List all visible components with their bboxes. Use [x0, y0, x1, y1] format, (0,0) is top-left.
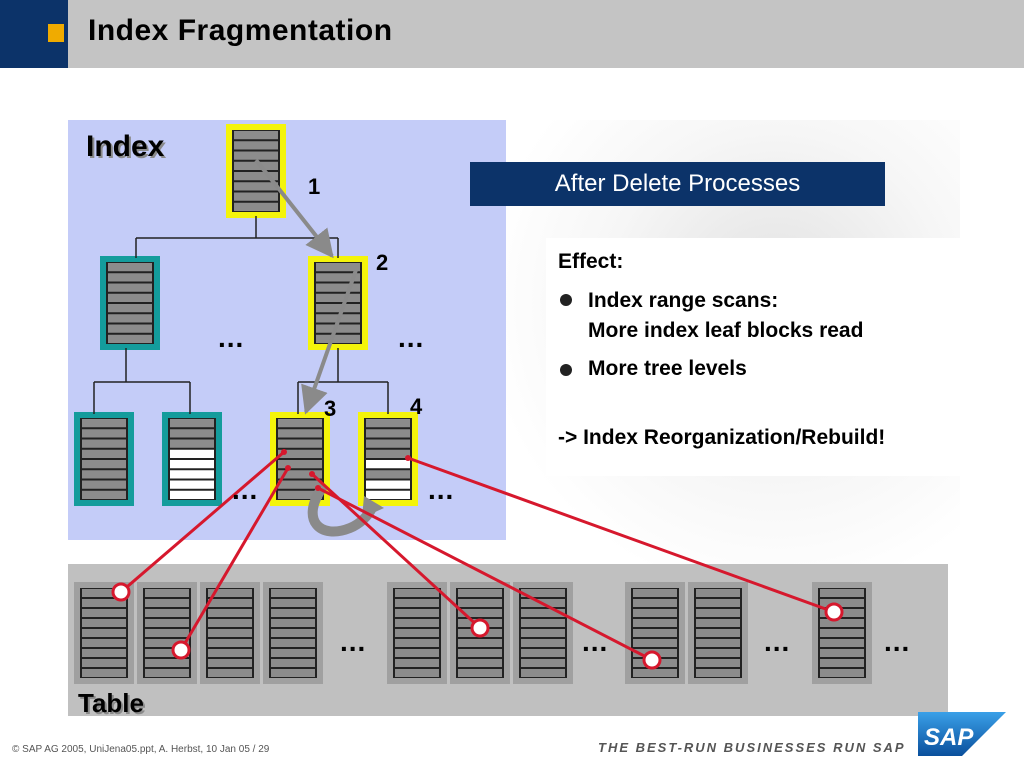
sap-logo-text: SAP: [924, 724, 974, 751]
index-branch-block-right: [308, 256, 368, 350]
after-delete-banner: After Delete Processes: [470, 162, 885, 206]
index-leaf-block-4: [358, 412, 418, 506]
footer-copyright: © SAP AG 2005, UniJena05.ppt, A. Herbst,…: [12, 744, 270, 755]
effect-item-2: More tree levels: [588, 357, 747, 380]
ellipsis-index-leaf-left: ...: [232, 474, 259, 505]
row-pointer-arrow-5: [405, 455, 844, 622]
table-page-9: [688, 582, 748, 684]
table-page-4: [263, 582, 323, 684]
sap-logo: SAP: [918, 712, 1006, 756]
effect-title: Effect:: [558, 250, 624, 273]
table-page-8: [625, 582, 685, 684]
index-root-block: [226, 124, 286, 218]
effect-box: Effect: Index range scans: More index le…: [546, 238, 968, 476]
header-orange-square-icon: [48, 24, 64, 42]
index-panel-label: Index: [86, 130, 165, 163]
level-number-3: 3: [324, 396, 337, 421]
row-pointer-arrow-2: [171, 465, 291, 660]
table-page-5: [387, 582, 447, 684]
table-page-2: [137, 582, 197, 684]
ellipsis-table-4: ...: [884, 626, 911, 657]
ellipsis-index-level2-left: ...: [218, 322, 245, 353]
ellipsis-table-1: ...: [340, 626, 367, 657]
page-title: Index Fragmentation: [88, 14, 393, 47]
row-pointer-arrows: [111, 449, 844, 670]
grey-traversal-arrows: [254, 158, 358, 415]
table-blocks: [74, 582, 872, 684]
effect-item-1-line-2: More index leaf blocks read: [588, 319, 864, 342]
ellipsis-table-2: ...: [582, 626, 609, 657]
effect-item-1-line-1: Index range scans:: [588, 289, 779, 312]
index-leaf-block-1: [74, 412, 134, 506]
footer-slogan: THE BEST-RUN BUSINESSES RUN SAP: [598, 740, 906, 755]
index-branch-block-left: [100, 256, 160, 350]
table-page-7: [513, 582, 573, 684]
index-blocks: [74, 124, 418, 506]
level-number-4: 4: [410, 394, 423, 419]
header-bar: [0, 0, 1024, 68]
effect-conclusion: -> Index Reorganization/Rebuild!: [558, 426, 886, 449]
after-delete-banner-text: After Delete Processes: [554, 170, 801, 197]
index-leaf-block-2: [162, 412, 222, 506]
level-number-1: 1: [308, 174, 321, 199]
row-pointer-arrow-1: [111, 449, 287, 602]
bullet-icon: [560, 294, 572, 306]
ellipsis-index-leaf-right: ...: [428, 474, 455, 505]
table-panel-label: Table: [78, 688, 144, 718]
table-page-3: [200, 582, 260, 684]
bullet-icon: [560, 364, 572, 376]
level-number-2: 2: [376, 250, 389, 275]
tree-connectors: [93, 216, 389, 414]
row-pointer-arrow-4: [315, 485, 662, 670]
table-page-10: [812, 582, 872, 684]
ellipsis-table-3: ...: [764, 626, 791, 657]
ellipsis-index-level2-right: ...: [398, 322, 425, 353]
